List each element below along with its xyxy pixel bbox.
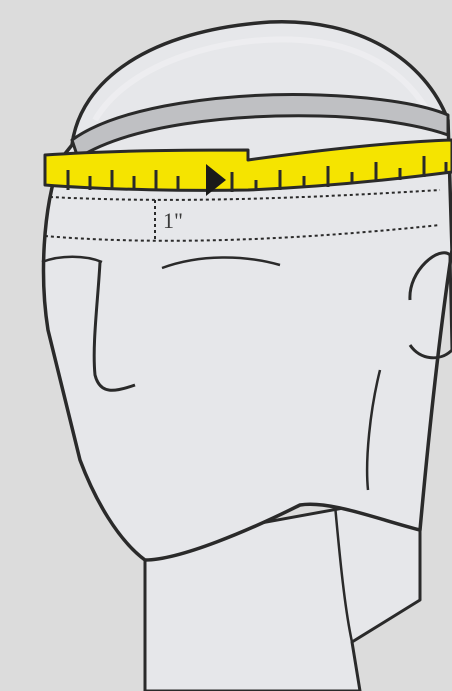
offset-measurement-label: 1" (163, 210, 183, 232)
